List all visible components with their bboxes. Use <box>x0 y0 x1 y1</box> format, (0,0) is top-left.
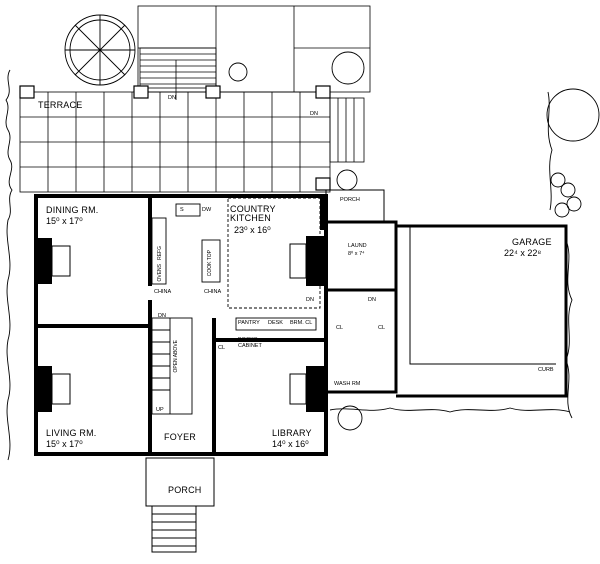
china-left-label: CHINA <box>154 289 172 295</box>
sink-label: S <box>180 207 184 213</box>
up-label: UP <box>156 407 164 413</box>
kitchen-label: COUNTRY KITCHEN <box>230 204 276 223</box>
dining-room-label: DINING RM. <box>46 205 99 215</box>
laundry-closet-1-label: CL <box>336 325 344 331</box>
library-size: 14⁰ x 16⁰ <box>272 439 309 449</box>
main-stair <box>151 317 193 415</box>
house-walls <box>34 194 328 456</box>
living-room-label: LIVING RM. <box>46 428 97 438</box>
books-cabinet-label: BOOKS CABINET <box>238 337 262 349</box>
kitchen-size: 23⁰ x 16⁰ <box>234 225 271 235</box>
laundry-closet-2-label: CL <box>378 325 386 331</box>
dining-room-size: 15⁰ x 17⁰ <box>46 216 83 226</box>
desk-label: DESK <box>268 320 283 326</box>
curb-label: CURB <box>538 367 554 373</box>
terrace-paving <box>19 5 371 193</box>
dn-stair-label: DN <box>158 313 166 319</box>
laundry-size: 8⁰ x 7⁴ <box>348 251 365 257</box>
service-wing-walls <box>324 189 398 394</box>
foyer-label: FOYER <box>164 432 197 442</box>
side-porch-label: PORCH <box>340 197 360 203</box>
dn-right-steps-label: DN <box>310 111 318 117</box>
dn-laundry-label: DN <box>368 297 376 303</box>
laundry-label: LAUND <box>348 243 367 249</box>
hall-closet-label: CL <box>218 345 226 351</box>
open-above-label: OPEN ABOVE <box>173 340 179 373</box>
broom-closet-label: BRM. CL <box>290 320 313 326</box>
terrace-piers <box>19 85 331 191</box>
garage-walls <box>396 224 568 398</box>
wash-room-label: WASH RM <box>334 381 361 387</box>
garage-label: GARAGE <box>512 237 552 247</box>
pantry-label: PANTRY <box>238 320 260 326</box>
round-planter <box>64 14 136 86</box>
terrace-label: TERRACE <box>38 100 83 110</box>
dishwasher-label: DW <box>202 207 212 213</box>
cooktop-label: COOK TOP <box>207 250 213 277</box>
front-porch-label: PORCH <box>168 485 202 495</box>
kitchen-fixtures <box>151 197 321 331</box>
landscape-shrubs <box>5 51 600 461</box>
garage-size: 22⁴ x 22⁸ <box>504 248 542 258</box>
refrigerator-label: REFG <box>157 246 163 260</box>
dn-terrace-label: DN <box>168 95 176 101</box>
hearths <box>51 243 307 405</box>
living-room-size: 15⁰ x 17⁰ <box>46 439 83 449</box>
ovens-label: OVENS <box>157 264 163 282</box>
china-right-label: CHINA <box>204 289 222 295</box>
dn-kitchen-label: DN <box>306 297 314 303</box>
fireplaces <box>38 236 324 412</box>
library-label: LIBRARY <box>272 428 312 438</box>
front-porch <box>145 457 215 553</box>
